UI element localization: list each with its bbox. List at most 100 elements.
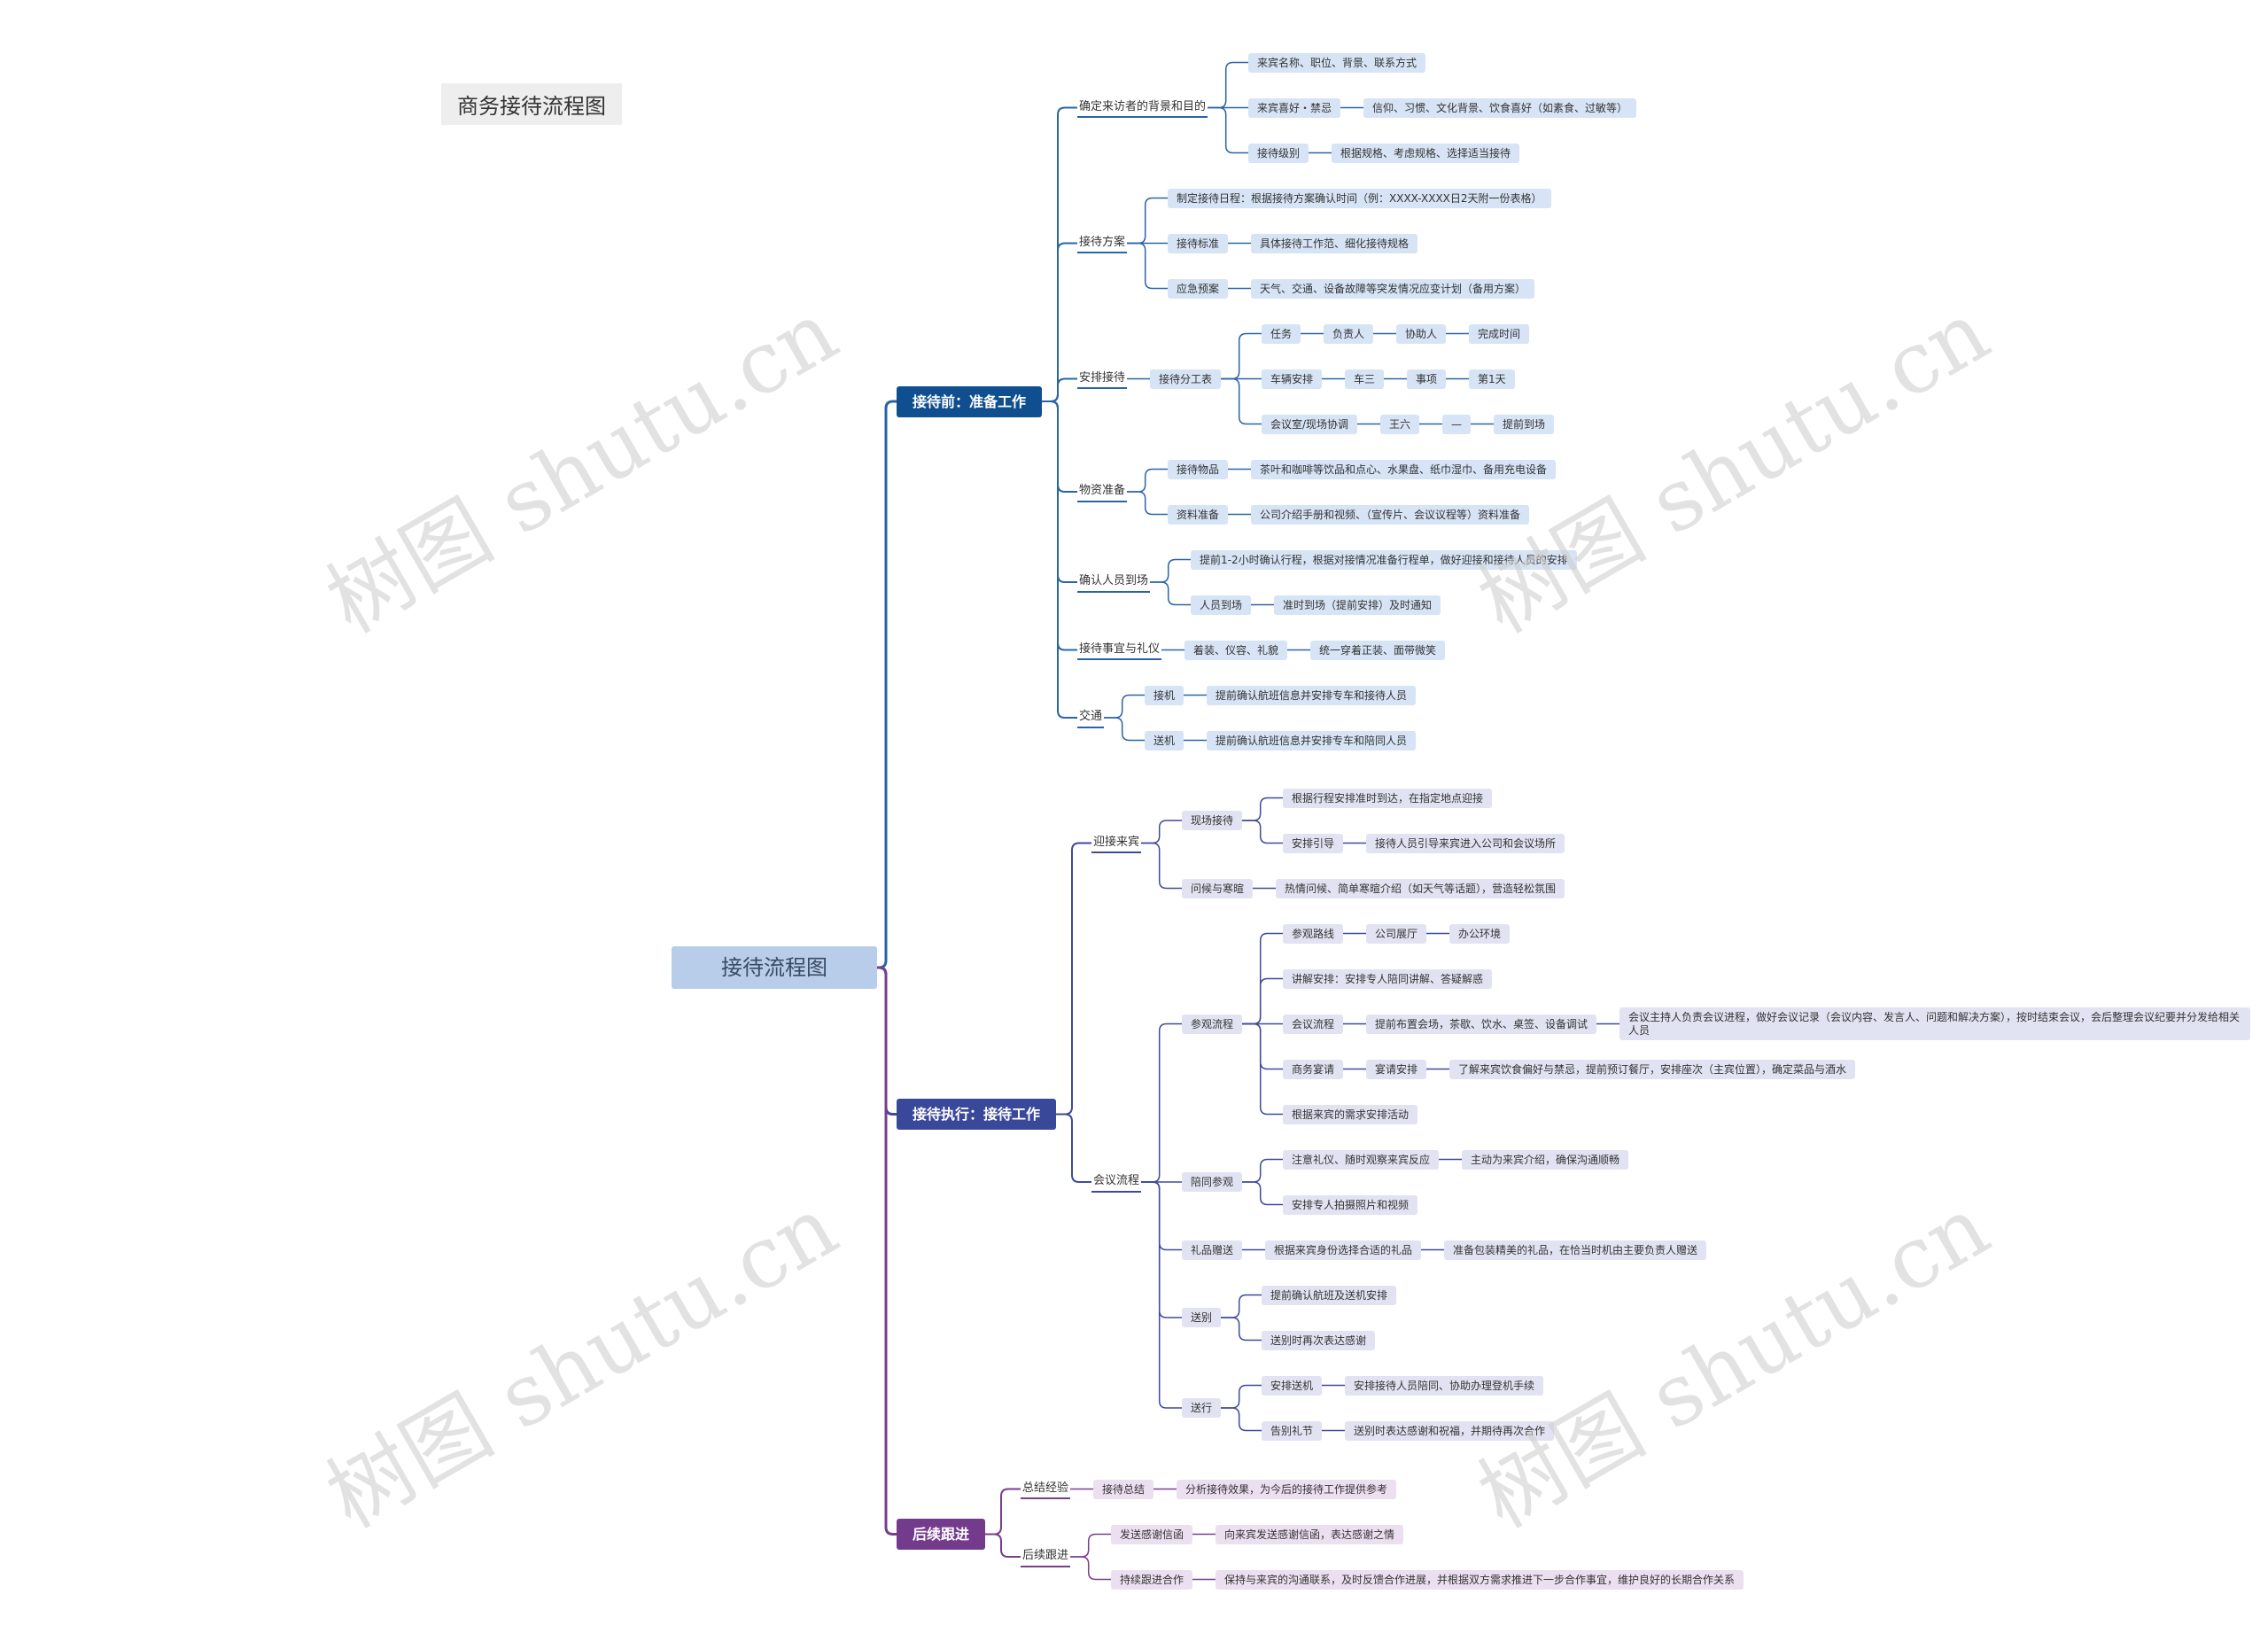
mindmap-node[interactable]: 安排送机	[1262, 1375, 1323, 1396]
mindmap-node[interactable]: 提前确认航班信息并安排专车和接待人员	[1207, 685, 1417, 705]
mindmap-node[interactable]: 车辆安排	[1262, 369, 1323, 389]
mindmap-node[interactable]: 应急预案	[1168, 278, 1229, 299]
category-node[interactable]: 接待事宜与礼仪	[1077, 640, 1162, 661]
mindmap-node[interactable]: 接待总结	[1093, 1479, 1154, 1499]
mindmap-node[interactable]: 根据来宾身份选择合适的礼品	[1265, 1240, 1422, 1260]
mindmap-node[interactable]: 人员到场	[1191, 595, 1252, 615]
mindmap-node[interactable]: 具体接待工作范、细化接待规格	[1251, 233, 1418, 253]
mindmap-node[interactable]: 根据规格、考虑规格、选择适当接待	[1332, 143, 1520, 163]
mindmap-node[interactable]: 根据来宾的需求安排活动	[1283, 1104, 1418, 1124]
mindmap-node[interactable]: 送别时表达感谢和祝福，并期待再次合作	[1345, 1420, 1555, 1441]
mindmap-node[interactable]: 送别	[1182, 1308, 1222, 1328]
mindmap-node[interactable]: 送行	[1182, 1398, 1222, 1419]
connector-line	[1221, 1384, 1262, 1409]
mindmap-node[interactable]: 送机	[1145, 730, 1184, 750]
mindmap-node[interactable]: 完成时间	[1469, 323, 1530, 344]
mindmap-node[interactable]: 公司介绍手册和视频、（宣传片、会议议程等）资料准备	[1251, 504, 1530, 525]
mindmap-node[interactable]: 安排专人拍摄照片和视频	[1283, 1194, 1418, 1215]
mindmap-node[interactable]: 接待人员引导来宾进入公司和会议场所	[1366, 833, 1565, 853]
mindmap-node[interactable]: 接待级别	[1248, 143, 1309, 163]
mindmap-node[interactable]: 准时到场（提前安排）及时通知	[1274, 595, 1441, 615]
category-node[interactable]: 会议流程	[1091, 1171, 1142, 1193]
mindmap-node[interactable]: 提前到场	[1494, 414, 1555, 434]
mindmap-node[interactable]: 第1天	[1469, 369, 1515, 389]
mindmap-node[interactable]: 信仰、习惯、文化背景、饮食喜好（如素食、过敏等）	[1363, 97, 1637, 118]
branch-3[interactable]: 后续跟进	[897, 1519, 986, 1551]
category-node[interactable]: 接待方案	[1077, 233, 1128, 254]
mindmap-node[interactable]: 办公环境	[1449, 923, 1511, 944]
mindmap-node[interactable]: 热情问候、简单寒暄介绍（如天气等话题），营造轻松氛围	[1276, 878, 1565, 898]
mindmap-node[interactable]: 接待标准	[1168, 233, 1229, 253]
mindmap-node[interactable]: 统一穿着正装、面带微笑	[1310, 640, 1446, 660]
category-node[interactable]: 迎接来宾	[1091, 833, 1142, 854]
mindmap-node[interactable]: 向来宾发送感谢信函，表达感谢之情	[1216, 1524, 1404, 1544]
root-node[interactable]: 接待流程图	[672, 945, 877, 990]
mindmap-node[interactable]: 持续跟进合作	[1111, 1569, 1193, 1590]
branch-2[interactable]: 接待执行：接待工作	[897, 1099, 1057, 1131]
mindmap-node[interactable]: 天气、交通、设备故障等突发情况应变计划（备用方案）	[1251, 278, 1535, 299]
mindmap-node[interactable]: 安排引导	[1283, 833, 1344, 853]
mindmap-node[interactable]: 送别时再次表达感谢	[1262, 1330, 1376, 1350]
branch-1[interactable]: 接待前：准备工作	[897, 385, 1043, 417]
mindmap-node[interactable]: 发送感谢信函	[1111, 1524, 1193, 1544]
category-node[interactable]: 物资准备	[1077, 481, 1128, 502]
mindmap-node[interactable]: 提前布置会场，茶歇、饮水、桌签、设备调试	[1366, 1014, 1597, 1034]
category-node[interactable]: 后续跟进	[1021, 1546, 1071, 1567]
connector-line	[1242, 1023, 1283, 1070]
mindmap-node[interactable]: 礼品赠送	[1182, 1240, 1243, 1260]
category-node[interactable]: 交通	[1077, 707, 1105, 728]
mindmap-node[interactable]: 会议主持人负责会议进程，做好会议记录（会议内容、发言人、问题和解决方案），按时结…	[1619, 1007, 2250, 1040]
mindmap-node[interactable]: 现场接待	[1182, 811, 1243, 831]
mindmap-node[interactable]: 负责人	[1324, 323, 1374, 344]
mindmap-node[interactable]: 制定接待日程：根据接待方案确认时间（例：XXXX-XXXX日2天附一份表格）	[1168, 188, 1551, 208]
category-node[interactable]: 总结经验	[1021, 1479, 1071, 1500]
mindmap-node[interactable]: 来宾名称、职位、背景、联系方式	[1248, 52, 1426, 73]
mindmap-node[interactable]: —	[1442, 414, 1471, 434]
mindmap-node[interactable]: 会议流程	[1283, 1014, 1344, 1034]
mindmap-node[interactable]: 接待分工表	[1150, 369, 1222, 389]
connector-line	[1042, 400, 1077, 493]
connector-line	[1141, 1181, 1182, 1409]
mindmap-node[interactable]: 分析接待效果，为今后的接待工作提供参考	[1177, 1479, 1397, 1499]
mindmap-node[interactable]: 了解来宾饮食偏好与禁忌，提前预订餐厅，安排座次（主宾位置），确定菜品与酒水	[1449, 1059, 1856, 1079]
mindmap-node[interactable]: 宴请安排	[1366, 1059, 1427, 1079]
mindmap-node[interactable]: 接待物品	[1168, 459, 1229, 479]
category-node[interactable]: 确认人员到场	[1077, 572, 1151, 593]
connector-line	[1127, 468, 1168, 493]
connector-line	[1141, 820, 1182, 844]
category-node[interactable]: 安排接待	[1077, 369, 1128, 390]
mindmap-node[interactable]: 接机	[1145, 685, 1184, 705]
mindmap-node[interactable]: 提前确认航班信息并安排专车和陪同人员	[1207, 730, 1417, 750]
mindmap-node[interactable]: 陪同参观	[1182, 1172, 1243, 1193]
mindmap-node[interactable]: 车三	[1345, 369, 1385, 389]
mindmap-node[interactable]: 来宾喜好・禁忌	[1248, 97, 1341, 118]
mindmap-node[interactable]: 安排接待人员陪同、协助办理登机手续	[1345, 1375, 1544, 1396]
connector-line	[1208, 106, 1248, 154]
mindmap-node[interactable]: 任务	[1262, 323, 1301, 344]
mindmap-node[interactable]: 保持与来宾的沟通联系，及时反馈合作进展，并根据双方需求推进下一步合作事宜，维护良…	[1216, 1569, 1744, 1590]
mindmap-node[interactable]: 王六	[1380, 414, 1420, 434]
category-node[interactable]: 确定来访者的背景和目的	[1077, 97, 1208, 119]
mindmap-node[interactable]: 会议室/现场协调	[1262, 414, 1358, 434]
mindmap-node[interactable]: 茶叶和咖啡等饮品和点心、水果盘、纸巾湿巾、备用充电设备	[1251, 459, 1557, 479]
mindmap-node[interactable]: 公司展厅	[1366, 923, 1427, 944]
mindmap-node[interactable]: 资料准备	[1168, 504, 1229, 525]
mindmap-node[interactable]: 事项	[1407, 369, 1447, 389]
connector-line	[1221, 377, 1262, 425]
connector-line	[1242, 820, 1283, 844]
mindmap-node[interactable]: 根据行程安排准时到达，在指定地点迎接	[1283, 788, 1493, 808]
mindmap-node[interactable]: 主动为来宾介绍，确保沟通顺畅	[1462, 1149, 1629, 1170]
mindmap-node[interactable]: 协助人	[1396, 323, 1447, 344]
mindmap-node[interactable]: 商务宴请	[1283, 1059, 1344, 1079]
mindmap-node[interactable]: 提前1-2小时确认行程，根据对接情况准备行程单，做好迎接和接待人员的安排	[1191, 549, 1577, 570]
connector-line	[1242, 797, 1283, 821]
mindmap-node[interactable]: 准备包装精美的礼品，在恰当时机由主要负责人赠送	[1444, 1240, 1707, 1260]
mindmap-node[interactable]: 参观路线	[1283, 923, 1344, 944]
mindmap-node[interactable]: 着装、仪容、礼貌	[1184, 640, 1288, 660]
mindmap-node[interactable]: 注意礼仪、随时观察来宾反应	[1283, 1149, 1440, 1170]
mindmap-node[interactable]: 告别礼节	[1262, 1420, 1323, 1441]
mindmap-node[interactable]: 问候与寒暄	[1182, 878, 1254, 898]
mindmap-node[interactable]: 讲解安排：安排专人陪同讲解、答疑解惑	[1283, 968, 1493, 989]
mindmap-node[interactable]: 参观流程	[1182, 1014, 1243, 1034]
mindmap-node[interactable]: 提前确认航班及送机安排	[1262, 1285, 1397, 1305]
